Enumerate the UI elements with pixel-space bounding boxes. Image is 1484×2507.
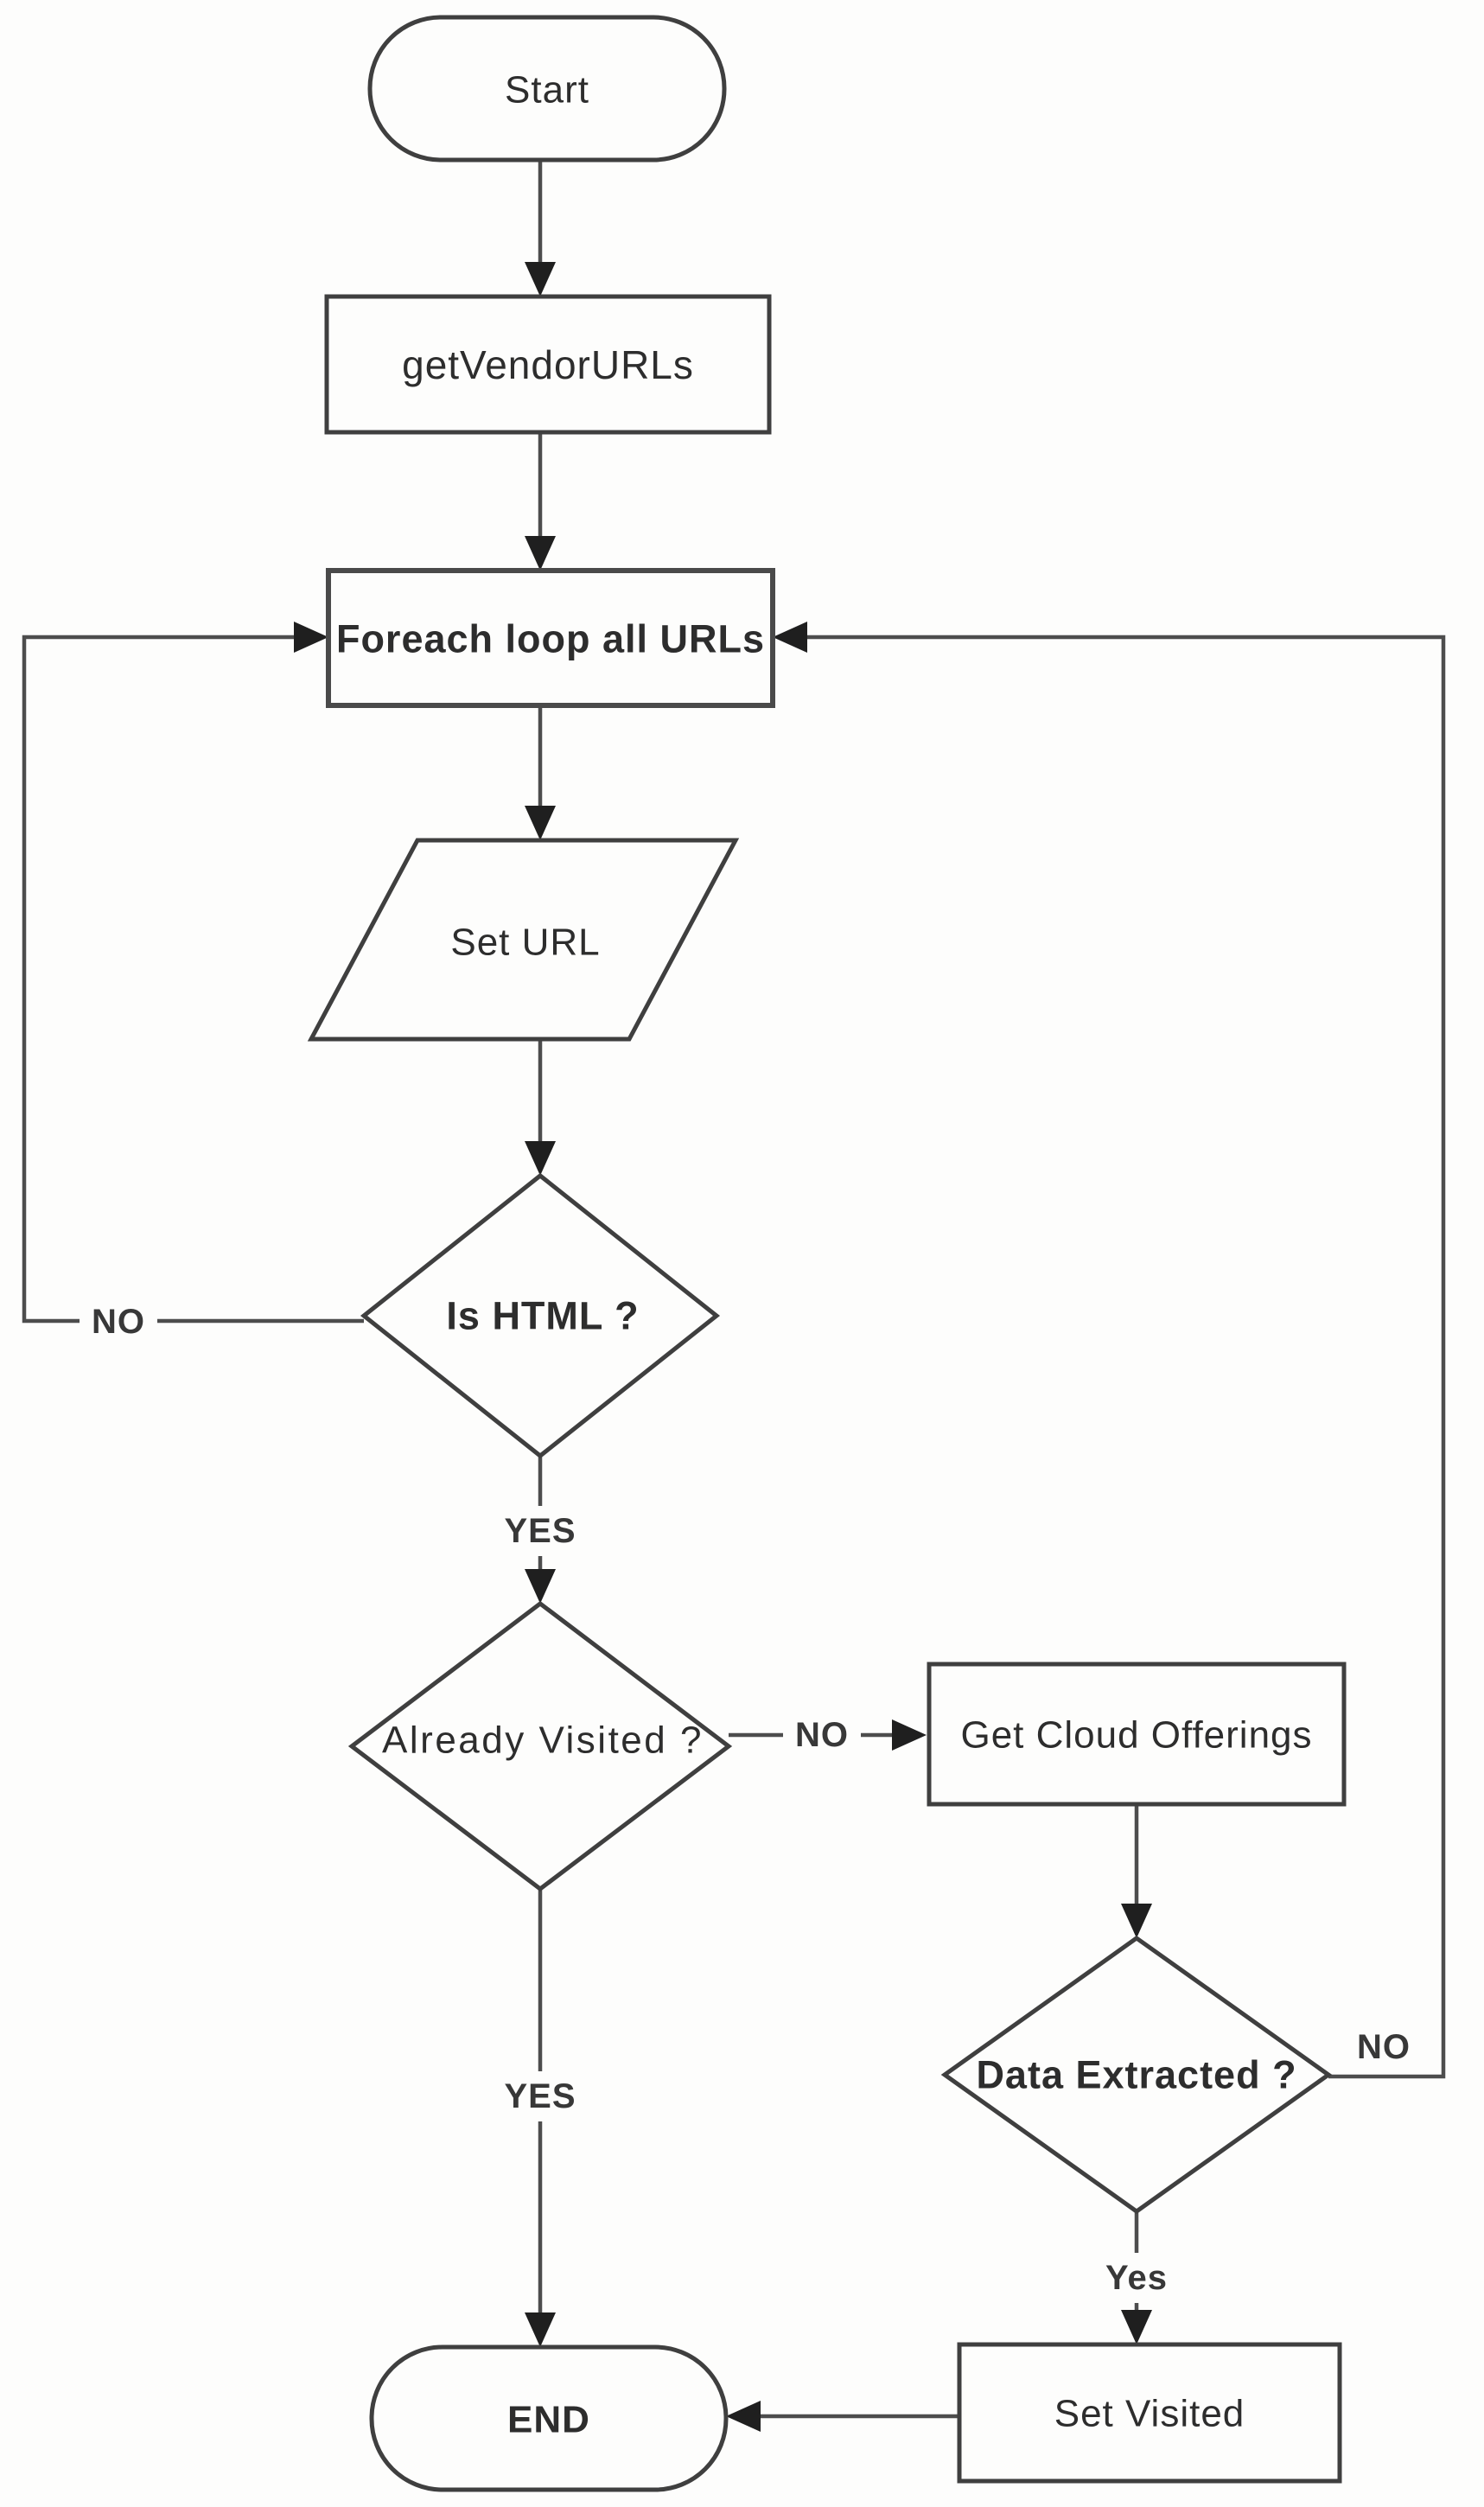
edge-ishtml-no-loop-arrowhead: [294, 622, 328, 653]
dataextracted-yes-label-bg: [1087, 2253, 1186, 2303]
node-label-foreach-loop: Foreach loop all URLs: [336, 617, 765, 661]
edge-getcloud-to-dataextracted-arrowhead: [1121, 1904, 1152, 1938]
edge-foreach-to-seturl-arrowhead: [525, 806, 556, 840]
ishtml-no-label-bg: [80, 1294, 157, 1348]
node-foreach-loop: [326, 568, 775, 708]
edge-label-alreadyvisited-yes: YES: [504, 2077, 576, 2115]
edge-dataextracted-no-loop: [807, 635, 1446, 2079]
alreadyvisited-yes-label-bg: [487, 2071, 593, 2121]
edge-label-ishtml-yes: YES: [504, 1512, 576, 1550]
edge-label-alreadyvisited-no: NO: [795, 1716, 849, 1754]
node-set-url: [307, 838, 740, 1042]
edge-getvendorurls-to-foreach-arrowhead: [525, 536, 556, 571]
edge-alreadyvisited-yes-arrowhead: [525, 2312, 556, 2347]
edge-ishtml-no-loop: [22, 635, 364, 1324]
edge-seturl-to-ishtml-arrowhead: [525, 1141, 556, 1176]
edge-label-dataextracted-no: NO: [1357, 2028, 1411, 2066]
edge-alreadyvisited-no-arrowhead: [892, 1719, 927, 1751]
node-set-visited: [957, 2342, 1342, 2484]
edge-start-to-getvendorurls-arrowhead: [525, 262, 556, 297]
node-label-set-url: Set URL: [450, 922, 600, 964]
node-label-data-extracted: Data Extracted ?: [976, 2053, 1296, 2097]
edge-dataextracted-no-loop-arrowhead: [773, 622, 807, 653]
edge-layer: NO YES NO YES NO: [22, 160, 1446, 2432]
edge-label-dataextracted-yes: Yes: [1105, 2259, 1168, 2297]
node-end: [369, 2344, 729, 2492]
node-label-get-cloud-offerings: Get Cloud Offerings: [960, 1714, 1312, 1757]
edge-dataextracted-yes-arrowhead: [1121, 2310, 1152, 2344]
node-layer: Start getVendorURLs Foreach loop all URL…: [307, 15, 1347, 2492]
alreadyvisited-no-label-bg: [783, 1708, 861, 1762]
node-already-visited: [347, 1600, 733, 1892]
edge-ishtml-yes-arrowhead: [525, 1569, 556, 1604]
node-start: [367, 15, 727, 163]
node-get-vendor-urls: [324, 294, 772, 435]
node-label-already-visited: Already Visited ?: [382, 1719, 704, 1762]
ishtml-yes-label-bg: [487, 1506, 593, 1556]
node-data-extracted: [940, 1935, 1333, 2215]
node-label-get-vendor-urls: getVendorURLs: [402, 342, 694, 387]
node-is-html: [360, 1172, 721, 1459]
node-label-set-visited: Set Visited: [1054, 2393, 1245, 2435]
node-label-end: END: [507, 2399, 590, 2441]
node-label-start: Start: [505, 69, 589, 112]
node-get-cloud-offerings: [927, 1662, 1347, 1807]
edge-label-ishtml-no: NO: [92, 1303, 145, 1341]
edge-setvisited-to-end-arrowhead: [726, 2401, 761, 2432]
node-label-is-html: Is HTML ?: [446, 1294, 639, 1338]
